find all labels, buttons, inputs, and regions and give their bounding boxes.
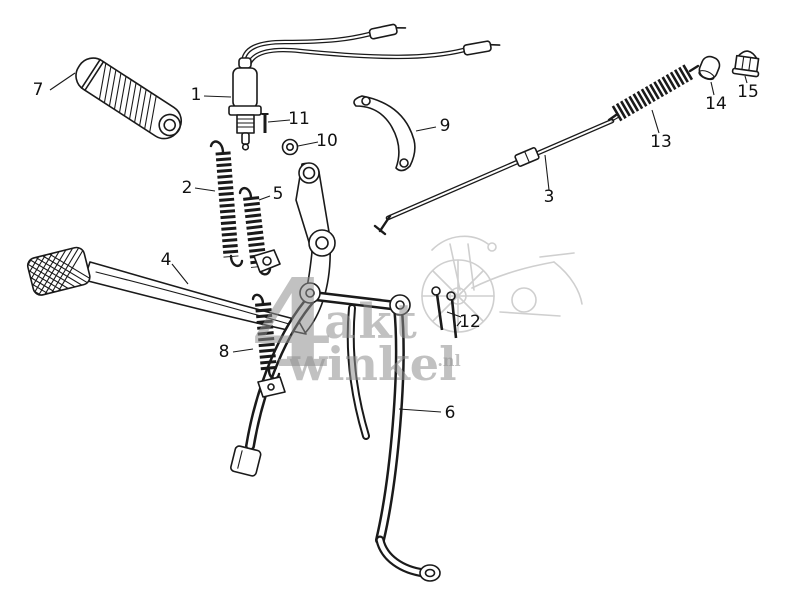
part-4-brake-pedal [26, 162, 336, 335]
part-2-spring [209, 140, 244, 268]
part-label-5: 5 [273, 184, 284, 204]
part-label-7: 7 [33, 80, 44, 100]
part-10-washer [281, 138, 299, 156]
part-label-11: 11 [288, 109, 310, 129]
part-label-12: 12 [459, 312, 481, 332]
part-label-10: 10 [316, 131, 338, 151]
part-labels: 1 2 3 4 5 6 7 8 9 10 11 12 13 14 15 [33, 80, 759, 423]
background-moped-sketch [421, 235, 583, 333]
part-label-14: 14 [705, 94, 727, 114]
part-label-6: 6 [445, 403, 456, 423]
part-label-2: 2 [182, 178, 193, 198]
part-14-bushing [698, 55, 721, 81]
part-9-bracket [353, 95, 416, 172]
watermark-suffix: .nl [437, 351, 460, 370]
grip-knurl-texture [98, 60, 158, 135]
rod-adjuster [514, 147, 540, 167]
part-label-15: 15 [737, 82, 759, 102]
watermark-text: 4 akt winkel .nl [250, 254, 460, 395]
part-3-brake-rod [373, 116, 620, 236]
part-7-grip [75, 57, 183, 140]
leader-lines [49, 72, 748, 413]
watermark-big: 4 [250, 254, 334, 395]
part-label-9: 9 [440, 116, 451, 136]
part-15-cap-nut [731, 50, 760, 78]
part-11-pin [261, 113, 269, 133]
watermark-bottom: winkel [286, 337, 456, 391]
part-label-4: 4 [161, 250, 172, 270]
wire-connector-icon [462, 40, 501, 56]
part-13-spring [607, 63, 700, 122]
part-label-1: 1 [191, 85, 202, 105]
stand-left-foot [230, 445, 262, 477]
part-label-3: 3 [544, 187, 555, 207]
wire-connector-icon [368, 23, 407, 40]
part-8-spring [251, 293, 286, 398]
part-6-center-stand [230, 282, 441, 582]
pedal-pad [26, 245, 92, 297]
part-label-13: 13 [650, 132, 672, 152]
part-12-pins [431, 286, 458, 339]
watermark-mid: akt [324, 294, 420, 350]
part-label-8: 8 [219, 342, 230, 362]
part-1-brake-switch [228, 23, 501, 151]
